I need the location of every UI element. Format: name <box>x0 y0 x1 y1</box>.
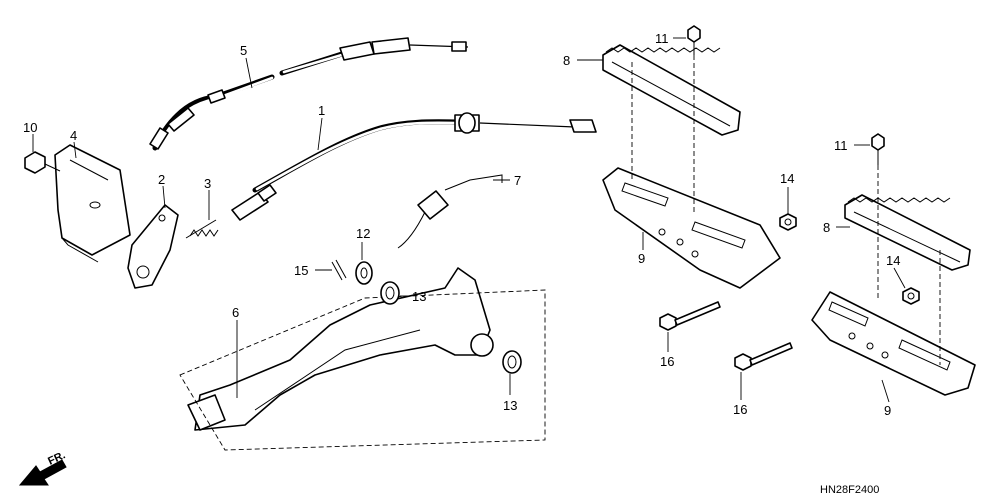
part-8-footrest-lower[interactable] <box>844 194 971 271</box>
front-direction-arrow: FR. <box>18 449 67 486</box>
callouts: 5 1 2 3 4 10 6 7 8 8 9 9 11 11 12 13 13 … <box>23 31 900 418</box>
callout-4: 4 <box>70 128 77 143</box>
callout-13-upper: 13 <box>412 289 426 304</box>
callout-10: 10 <box>23 120 37 135</box>
part-2-arm[interactable] <box>127 204 179 289</box>
part-7-spring[interactable] <box>397 174 503 249</box>
callout-7: 7 <box>514 173 521 188</box>
part-5-cable[interactable] <box>149 37 469 151</box>
part-12-washer[interactable] <box>355 261 373 285</box>
callout-5: 5 <box>240 43 247 58</box>
callout-13-lower: 13 <box>503 398 517 413</box>
callout-14-upper: 14 <box>780 171 794 186</box>
part-8-footrest-upper[interactable] <box>602 44 741 136</box>
callout-14-lower: 14 <box>886 253 900 268</box>
callout-11-upper: 11 <box>655 31 669 46</box>
callout-16-upper: 16 <box>660 354 674 369</box>
part-4-bracket[interactable] <box>54 144 131 263</box>
diagram-code: HN28F2400 <box>820 484 879 496</box>
part-10-bolt[interactable] <box>24 151 61 174</box>
part-13-seal-b[interactable] <box>502 350 522 374</box>
callout-6: 6 <box>232 305 239 320</box>
part-14-nut-upper[interactable] <box>779 213 797 231</box>
part-9-bracket-upper[interactable] <box>602 167 781 289</box>
callout-9-upper: 9 <box>638 251 645 266</box>
part-6-pedal[interactable] <box>187 267 494 431</box>
leader-lines <box>32 37 906 403</box>
callout-11-lower: 11 <box>834 138 848 153</box>
part-13-seal-a[interactable] <box>380 281 400 305</box>
callout-2: 2 <box>158 172 165 187</box>
part-14-nut-lower[interactable] <box>902 287 920 305</box>
callout-9-lower: 9 <box>884 403 891 418</box>
assembly-lines <box>631 55 941 365</box>
part-1-cable[interactable] <box>231 112 597 221</box>
callout-8-lower: 8 <box>823 220 830 235</box>
callout-3: 3 <box>204 176 211 191</box>
part-9-bracket-lower[interactable] <box>811 291 976 396</box>
part-16-bolt-lower[interactable] <box>734 342 793 371</box>
part-16-bolt-upper[interactable] <box>659 301 721 331</box>
part-11-bolt-lower[interactable] <box>871 133 885 165</box>
callout-8-upper: 8 <box>563 53 570 68</box>
callout-1: 1 <box>318 103 325 118</box>
part-11-bolt-upper[interactable] <box>687 25 701 55</box>
callout-12: 12 <box>356 226 370 241</box>
part-3-spring[interactable] <box>185 219 219 239</box>
callout-16-lower: 16 <box>733 402 747 417</box>
part-15-pin[interactable] <box>331 259 347 281</box>
callout-15: 15 <box>294 263 308 278</box>
pedal-group-outline <box>179 289 546 451</box>
